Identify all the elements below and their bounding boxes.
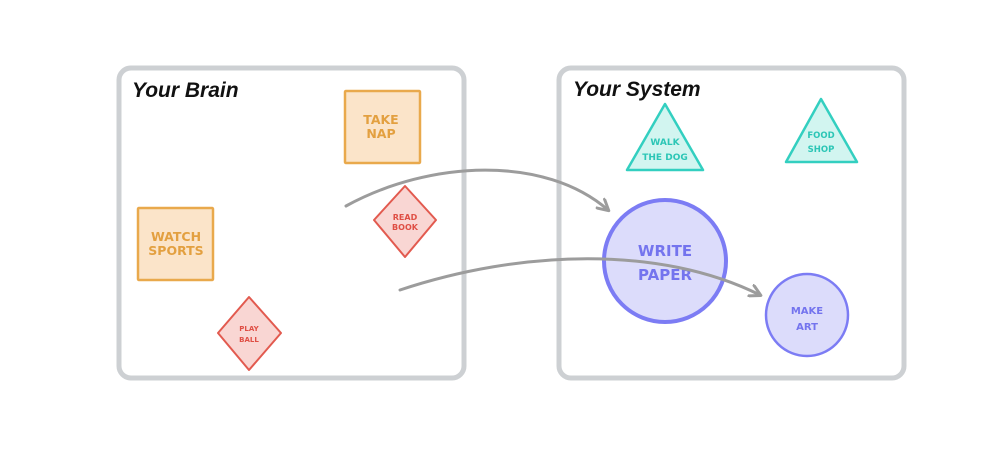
watch-sports-label-line1: WATCH xyxy=(151,229,201,244)
read-book-label-line1: READ xyxy=(393,213,418,222)
brain-panel-title: Your Brain xyxy=(132,79,239,102)
read-book-diamond: READ BOOK xyxy=(373,185,437,258)
play-ball-label-line1: PLAY xyxy=(239,325,259,333)
play-ball-label-line2: BALL xyxy=(239,336,259,344)
write-paper-label-line1: WRITE xyxy=(638,242,692,260)
system-panel-title: Your System xyxy=(573,78,701,101)
watch-sports-label-line2: SPORTS xyxy=(148,243,203,258)
system-panel: Your System xyxy=(556,65,907,381)
play-ball-diamond: PLAY BALL xyxy=(217,296,282,371)
make-art-label-line1: MAKE xyxy=(791,306,823,317)
write-paper-circle: WRITE PAPER xyxy=(602,198,728,324)
arrow-brain-to-write-paper xyxy=(344,168,608,210)
write-paper-label-line2: PAPER xyxy=(638,266,692,284)
walk-dog-triangle: WALK THE DOG xyxy=(625,102,705,172)
food-shop-label-line2: SHOP xyxy=(808,145,835,155)
walk-dog-label-line1: WALK xyxy=(650,138,680,148)
make-art-label-line2: ART xyxy=(796,322,818,333)
take-nap-label-line1: TAKE xyxy=(363,112,398,127)
food-shop-triangle: FOOD SHOP xyxy=(784,97,859,164)
watch-sports-square: WATCH SPORTS xyxy=(136,206,215,282)
make-art-circle: MAKE ART xyxy=(764,272,850,358)
take-nap-square: TAKE NAP xyxy=(343,89,422,165)
walk-dog-label-line2: THE DOG xyxy=(642,153,687,163)
arrow-brain-to-make-art xyxy=(398,257,760,295)
take-nap-label-line2: NAP xyxy=(366,126,395,141)
food-shop-label-line1: FOOD xyxy=(807,131,834,141)
read-book-label-line2: BOOK xyxy=(392,223,419,232)
